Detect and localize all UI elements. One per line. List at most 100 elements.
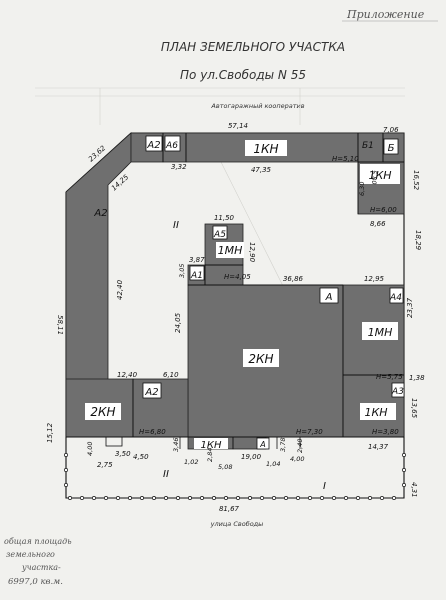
fence-post (176, 496, 180, 500)
area-note-line1: общая площадь (4, 537, 72, 546)
label-1kn-br: 1КН (364, 406, 387, 419)
label-1kn-top: 1КН (253, 142, 278, 156)
label-a3: А3 (391, 387, 404, 397)
dim-18-29: 18,29 (414, 230, 422, 251)
fence-post (92, 496, 96, 500)
fence-post (332, 496, 336, 500)
fence-post (200, 496, 204, 500)
label-a-main: А (325, 292, 333, 303)
label-a2-left: А2 (93, 208, 107, 219)
dim-16-52: 16,52 (412, 170, 420, 191)
fence-post (260, 496, 264, 500)
label-1mn-small: 1МН (218, 244, 243, 257)
fence-post (296, 496, 300, 500)
dim-13-65: 13,65 (410, 398, 418, 419)
label-b1: Б1 (362, 141, 374, 151)
dim-15-12: 15,12 (46, 422, 54, 443)
label-backgrounds (85, 140, 400, 449)
dim-8-66: 8,66 (370, 220, 386, 228)
dim-5-08: 5,08 (218, 463, 232, 471)
fence-post (236, 496, 240, 500)
dim-12-95: 12,95 (364, 275, 385, 283)
label-a2-top: А2 (146, 140, 160, 151)
dim-6-10: 6,10 (163, 371, 179, 379)
label-a2-bottom: А2 (144, 387, 158, 398)
stamp-text: Приложение (346, 8, 425, 21)
label-h-600: Н=6,00 (370, 206, 397, 214)
fence-post (272, 496, 276, 500)
label-2kn-center: 2КН (248, 352, 273, 366)
fence-post (344, 496, 348, 500)
label-a5: А5 (213, 230, 226, 240)
fence-post (140, 496, 144, 500)
fence-post (308, 496, 312, 500)
dim-3-87: 3,87 (189, 256, 205, 264)
dim-23-37: 23,37 (406, 297, 414, 318)
plan-title: ПЛАН ЗЕМЕЛЬНОГО УЧАСТКА (161, 40, 345, 54)
dim-3-32: 3,32 (171, 163, 187, 171)
dim-4-50: 4,50 (133, 453, 149, 461)
fence-post (104, 496, 108, 500)
street-label: улица Свободы (210, 520, 264, 528)
fence-posts (64, 453, 406, 500)
dim-4-00-right: 4,00 (290, 455, 304, 463)
fence-post (402, 468, 406, 472)
fence-post (248, 496, 252, 500)
label-h-575: Н=5,75 (376, 373, 403, 381)
dim-11-50: 11,50 (214, 214, 235, 222)
label-h-380: Н=3,80 (372, 428, 399, 436)
entrance-marks (105, 436, 301, 449)
dim-6-30: 6,30 (358, 182, 366, 196)
dim-7-06: 7,06 (383, 126, 399, 134)
dim-24-05: 24,05 (174, 312, 182, 333)
dim-4-31: 4,31 (410, 482, 418, 498)
fence-post (320, 496, 324, 500)
dim-42-40: 42,40 (116, 279, 124, 300)
fence-post (128, 496, 132, 500)
area-note: общая площадь земельного участка- 6997,0… (4, 537, 72, 587)
fence-post (64, 453, 68, 457)
building-labels: А2 А6 1КН Б1 Б Н=5,10 1КН Н=6,00 А2 А5 1… (90, 140, 404, 451)
roman-ii-top: II (173, 220, 179, 231)
fence-post (64, 468, 68, 472)
roman-i: I (323, 481, 326, 492)
dim-3-05: 3,05 (178, 264, 186, 278)
dim-2-84: 2,84 (206, 448, 214, 462)
fence-post (64, 483, 68, 487)
fence-post (188, 496, 192, 500)
label-boxes (142, 135, 405, 450)
label-h-510: Н=5,10 (332, 155, 359, 163)
fence-post (380, 496, 384, 500)
fence-post (284, 496, 288, 500)
dim-81-67: 81,67 (219, 505, 240, 513)
label-2kn-left: 2КН (90, 405, 115, 419)
dim-4-00-left: 4,00 (86, 442, 94, 456)
dim-3-46: 3,46 (172, 438, 180, 452)
dim-3-50: 3,50 (115, 450, 131, 458)
dim-12-40: 12,40 (117, 371, 138, 379)
label-a4: А4 (389, 293, 402, 303)
dim-1-38: 1,38 (409, 374, 425, 382)
dim-1-02: 1,02 (184, 458, 198, 466)
area-note-line3: участка- (21, 563, 61, 572)
label-1kn-bottom: 1КН (201, 440, 222, 451)
dim-19-00: 19,00 (241, 453, 262, 461)
fence-post (212, 496, 216, 500)
label-1mn-right: 1МН (368, 326, 393, 339)
dim-47-35: 47,35 (251, 166, 272, 174)
plan-subtitle: По ул.Свободы N 55 (180, 68, 306, 82)
roman-ii-bottom: II (163, 469, 169, 480)
area-note-value: 6997,0 кв.м. (8, 577, 63, 587)
fence-post (224, 496, 228, 500)
label-1kn-right: 1КН (368, 169, 391, 182)
fence-post (152, 496, 156, 500)
label-h-680: Н=6,80 (139, 428, 166, 436)
label-a6: А6 (165, 141, 178, 151)
label-a-small: А (259, 440, 265, 449)
dim-2-75: 2,75 (97, 461, 113, 469)
dim-36-86: 36,86 (283, 275, 304, 283)
fence-post (356, 496, 360, 500)
fence-post (392, 496, 396, 500)
